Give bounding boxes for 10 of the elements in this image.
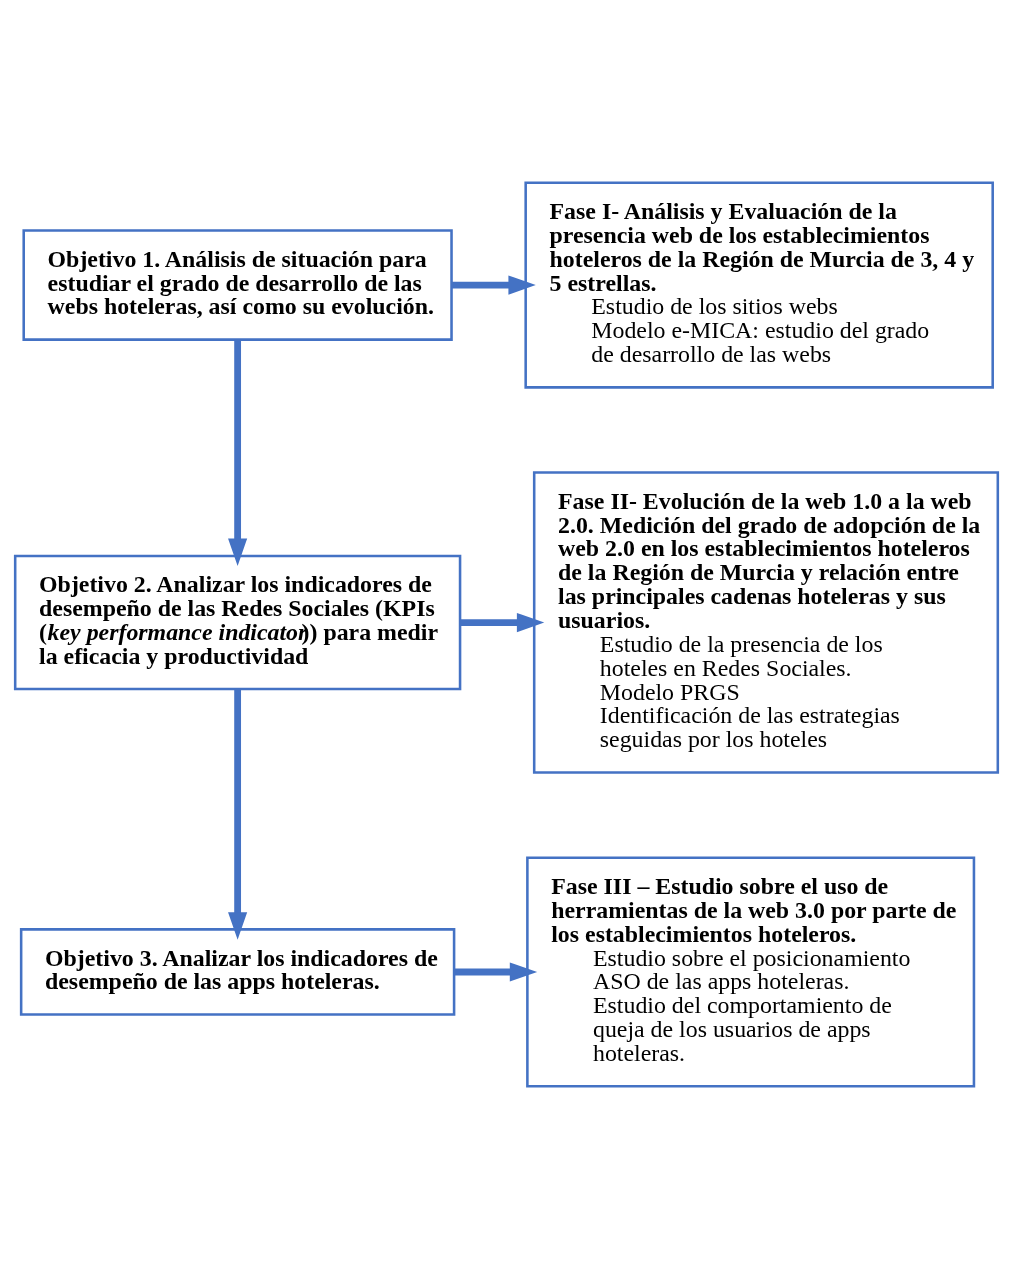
arrow bbox=[460, 613, 545, 633]
arrow bbox=[228, 689, 248, 940]
node-box: Fase III – Estudio sobre el uso de herramientas de la web 3.0 por parte de los establecimientos hoteleros. Estudio sobre el posicionamiento ASO de las apps hoteleras. Estudio del comportamiento de queja de los usuarios de apps hoteleras. bbox=[526, 856, 976, 1088]
arrow bbox=[228, 339, 248, 566]
arrow bbox=[451, 275, 536, 295]
arrow bbox=[454, 962, 538, 982]
node-box: Objetivo 3. Analizar los indicadores de desempeño de las apps hoteleras. bbox=[19, 928, 456, 1016]
node-box: Fase II- Evolución de la web 1.0 a la web 2.0. Medición del grado de adopción de la web 2.0 en los establecimientos hoteleros de la Región de Murcia y relación entre las principales cadenas hoteleras y sus usuarios. Estudio de la presencia de los hoteles en Redes Sociales. Modelo PRGS Identificación de las estrategias seguidas por los hoteles bbox=[532, 471, 1000, 774]
node-box: Objetivo 1. Análisis de situación para estudiar el grado de desarrollo de las webs hoteleras, así como su evolución. bbox=[22, 229, 453, 341]
node-box: Fase I- Análisis y Evaluación de la presencia web de los establecimientos hoteleros de la Región de Murcia de 3, 4 y 5 estrellas. Estudio de los sitios webs Modelo e-MICA: estudio del grado de desarrollo de las webs bbox=[524, 181, 994, 389]
